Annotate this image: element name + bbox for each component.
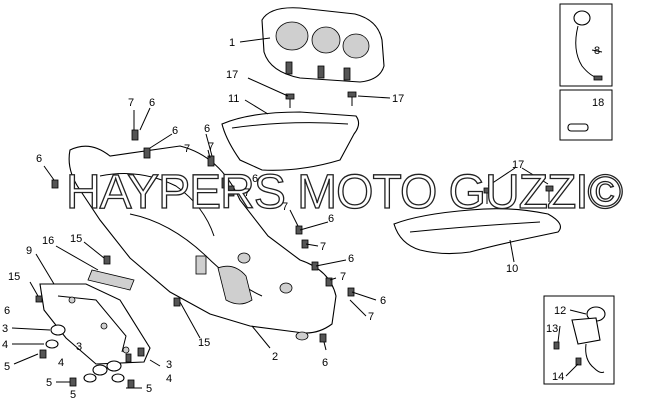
- screw-17-right: [347, 91, 357, 106]
- label-16: 16: [42, 235, 54, 247]
- watermark-text: HAYPERS MOTO GUZZI©: [66, 166, 623, 219]
- label-7: 7: [128, 97, 134, 109]
- label-1: 1: [229, 37, 235, 49]
- label-7: 7: [340, 271, 346, 283]
- part-labels: 1 2 3 3 3 4 4 4 5 5 5 5 6 6 6 6 6 6 6 6 …: [2, 37, 604, 401]
- label-12: 12: [554, 305, 566, 317]
- instrument-cluster: [261, 7, 385, 83]
- label-2: 2: [272, 351, 278, 363]
- label-4: 4: [58, 357, 64, 369]
- screw-17-lower-a: [483, 187, 492, 204]
- upper-cover: [221, 111, 360, 171]
- label-4: 4: [166, 373, 172, 385]
- label-17: 17: [392, 93, 404, 105]
- left-bracket: [39, 283, 151, 365]
- label-3: 3: [166, 359, 172, 371]
- rubber-strip: [87, 269, 135, 291]
- label-6: 6: [204, 123, 210, 135]
- label-6: 6: [380, 295, 386, 307]
- label-13: 13: [546, 323, 558, 335]
- inset-box-12-14: [543, 295, 615, 385]
- label-6: 6: [149, 97, 155, 109]
- label-6: 6: [4, 305, 10, 317]
- label-7: 7: [244, 187, 250, 199]
- label-6: 6: [36, 153, 42, 165]
- grommet-set-left: [39, 324, 135, 389]
- label-7: 7: [368, 311, 374, 323]
- label-5: 5: [46, 377, 52, 389]
- label-15: 15: [198, 337, 210, 349]
- label-5: 5: [146, 383, 152, 395]
- lower-right-cover: [393, 208, 561, 255]
- label-9: 9: [26, 245, 32, 257]
- label-15: 15: [70, 233, 82, 245]
- label-6: 6: [348, 253, 354, 265]
- label-14: 14: [552, 371, 564, 383]
- inset-box-18: [559, 89, 613, 141]
- label-15: 15: [8, 271, 20, 283]
- label-11: 11: [228, 93, 239, 105]
- label-17: 17: [226, 69, 238, 81]
- inset-box-8: [559, 3, 613, 87]
- label-6: 6: [172, 125, 178, 137]
- label-6: 6: [322, 357, 328, 369]
- label-3: 3: [2, 323, 8, 335]
- fastener-cluster: [35, 129, 355, 363]
- screw-17-lower-b: [545, 185, 554, 202]
- label-18: 18: [592, 97, 604, 109]
- label-8: 8: [594, 45, 600, 57]
- label-7: 7: [184, 143, 190, 155]
- label-10: 10: [506, 263, 518, 275]
- label-17: 17: [512, 159, 524, 171]
- label-3: 3: [76, 341, 82, 353]
- label-7: 7: [320, 241, 326, 253]
- label-6: 6: [328, 213, 334, 225]
- label-5: 5: [70, 389, 76, 401]
- label-4: 4: [2, 339, 8, 351]
- screw-17-left: [285, 93, 295, 108]
- label-7: 7: [282, 201, 288, 213]
- label-6: 6: [252, 173, 258, 185]
- label-5: 5: [4, 361, 10, 373]
- label-7: 7: [208, 141, 214, 153]
